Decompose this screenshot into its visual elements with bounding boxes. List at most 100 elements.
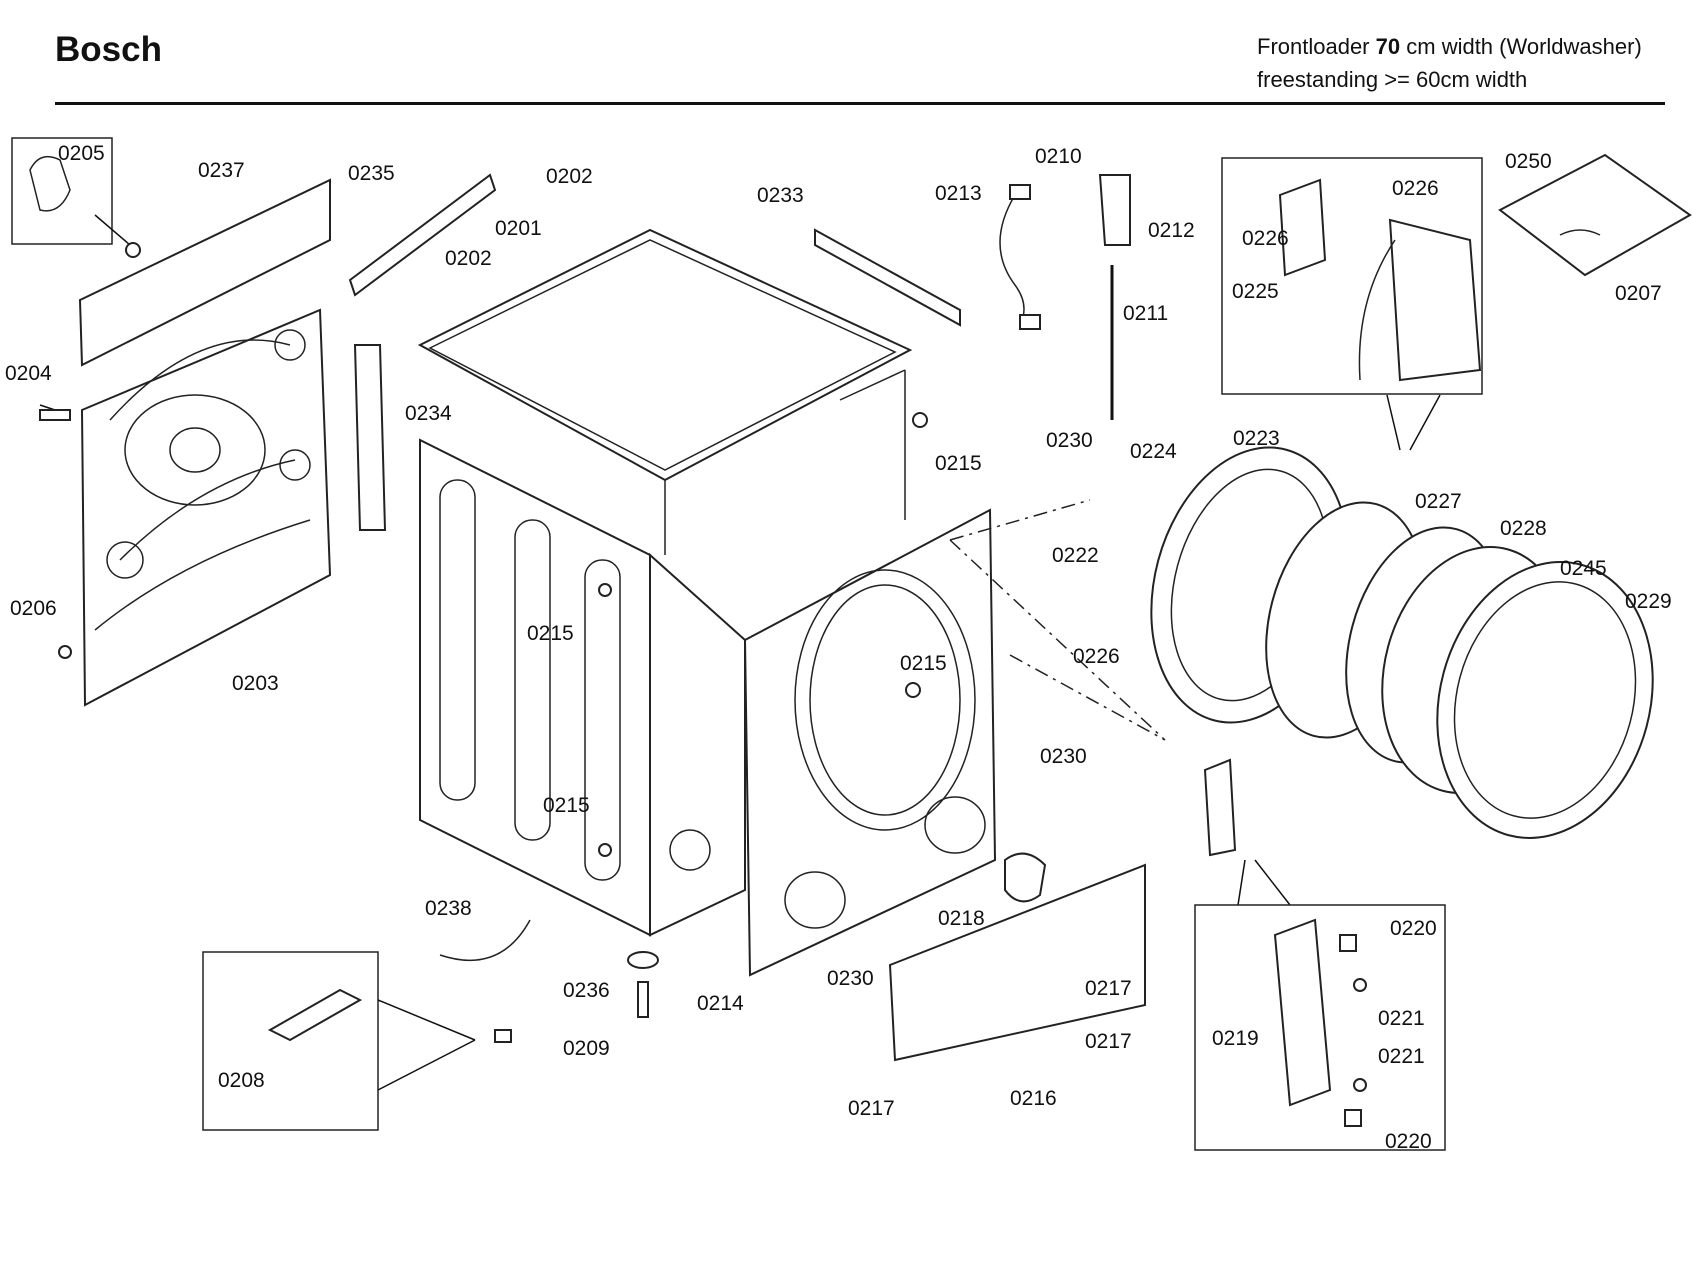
callout-label: 0208	[218, 1069, 265, 1092]
callout-label: 0221	[1378, 1045, 1425, 1068]
door-handle-assy	[1388, 218, 1482, 382]
callout-label: 0237	[198, 159, 245, 182]
callout-label: 0216	[1010, 1087, 1057, 1110]
bolt-cover	[494, 1029, 512, 1043]
callout-label: 0238	[425, 897, 472, 920]
callout-label: 0224	[1130, 440, 1177, 463]
callout-label: 0226	[1073, 645, 1120, 668]
part-callouts: 0205 0237 0235 0202 0201 0233 0213 0210 …	[5, 142, 1672, 1153]
washer-0236	[627, 951, 659, 969]
callout-label: 0206	[10, 597, 57, 620]
clip-inset-box	[11, 137, 113, 245]
callout-label: 0212	[1148, 219, 1195, 242]
clip-part	[29, 155, 71, 212]
accessory-bag-0250	[1498, 153, 1692, 277]
top-cover-0201	[417, 228, 913, 482]
cabinet-pad-0215a	[598, 583, 612, 597]
callout-label: 0233	[757, 184, 804, 207]
callout-label: 0214	[697, 992, 744, 1015]
cabinet-front-edge	[649, 552, 746, 937]
callout-label: 0225	[1232, 280, 1279, 303]
callout-label: 0229	[1625, 590, 1672, 613]
toe-kick-0216	[888, 863, 1146, 1062]
callout-label: 0202	[546, 165, 593, 188]
callout-label: 0215	[900, 652, 947, 675]
header-rule	[55, 102, 1665, 105]
callout-label: 0235	[348, 162, 395, 185]
front-panel-group	[743, 508, 1146, 1062]
nut-0221b	[1353, 1078, 1367, 1092]
front-pad-0215	[905, 682, 921, 698]
transport-plate-0208	[267, 988, 363, 1042]
cabinet-side	[419, 438, 651, 937]
callout-label: 0228	[1500, 517, 1547, 540]
callout-label: 0207	[1615, 282, 1662, 305]
callout-label: 0211	[1123, 302, 1168, 325]
callout-label: 0234	[405, 402, 452, 425]
callout-label: 0230	[827, 967, 874, 990]
screw-0220b	[1344, 1109, 1362, 1127]
callout-label: 0230	[1040, 745, 1087, 768]
cabinet-pad-0215c	[912, 412, 928, 428]
callout-label: 0219	[1212, 1027, 1259, 1050]
cabinet-pad-0215b	[598, 843, 612, 857]
callout-label: 0221	[1378, 1007, 1425, 1030]
callout-label: 0227	[1415, 490, 1462, 513]
front-panel-0214	[743, 508, 997, 977]
foot-0206	[58, 645, 72, 659]
hinge-plate-0225	[1278, 178, 1327, 277]
harness-plug	[1009, 184, 1031, 200]
callout-label: 0226	[1392, 177, 1439, 200]
callout-label: 0218	[938, 907, 985, 930]
model-line-2: freestanding >= 60cm width	[1257, 67, 1528, 92]
brand-title: Bosch	[55, 30, 162, 69]
callout-label: 0223	[1233, 427, 1280, 450]
callout-label: 0213	[935, 182, 982, 205]
callout-label: 0215	[543, 794, 590, 817]
top-rail-0235	[348, 173, 497, 297]
callout-label: 0220	[1385, 1130, 1432, 1153]
hinge-small	[1203, 758, 1237, 857]
harness-plug-2	[1019, 314, 1041, 330]
hinge-detail-box	[1194, 904, 1446, 1151]
callout-label: 0204	[5, 362, 52, 385]
model-description: Frontloader 70 cm width (Worldwasher) fr…	[1257, 30, 1642, 96]
callout-label: 0205	[58, 142, 105, 165]
wire-harness-0213	[999, 194, 1025, 326]
shipping-bolt-inset	[202, 951, 379, 1131]
door-assembly	[949, 446, 1654, 839]
cabinet-group	[417, 228, 928, 937]
screw-0220a	[1339, 934, 1357, 952]
rear-screw-0204	[39, 409, 71, 421]
grommet	[125, 242, 141, 258]
seal-0218	[1004, 852, 1047, 903]
callout-label: 0220	[1390, 917, 1437, 940]
callout-label: 0217	[1085, 977, 1132, 1000]
callout-label: 0245	[1560, 557, 1607, 580]
door-lock-0210	[1098, 174, 1131, 246]
callout-label: 0222	[1052, 544, 1099, 567]
hinge-0219	[1273, 918, 1332, 1107]
callout-label: 0209	[563, 1037, 610, 1060]
hinge-inset-box	[1221, 157, 1483, 395]
rear-panel	[80, 308, 332, 707]
model-line-1: Frontloader 70 cm width (Worldwasher)	[1257, 34, 1642, 59]
callout-label: 0201	[495, 217, 542, 240]
callout-label: 0217	[848, 1097, 895, 1120]
rear-top-panel	[78, 178, 331, 367]
callout-label: 0230	[1046, 429, 1093, 452]
side-rail-0234	[353, 344, 387, 531]
outer-door-ring-0229	[1436, 561, 1654, 839]
callout-label: 0217	[1085, 1030, 1132, 1053]
callout-label: 0203	[232, 672, 279, 695]
callout-label: 0226	[1242, 227, 1289, 250]
callout-label: 0250	[1505, 150, 1552, 173]
callout-label: 0210	[1035, 145, 1082, 168]
ground-wire-0238	[439, 919, 531, 962]
callout-label: 0215	[935, 452, 982, 475]
rear-panel-group	[11, 137, 332, 707]
bracket-0233	[814, 228, 961, 327]
callout-label: 0215	[527, 622, 574, 645]
nut-0221a	[1353, 978, 1367, 992]
